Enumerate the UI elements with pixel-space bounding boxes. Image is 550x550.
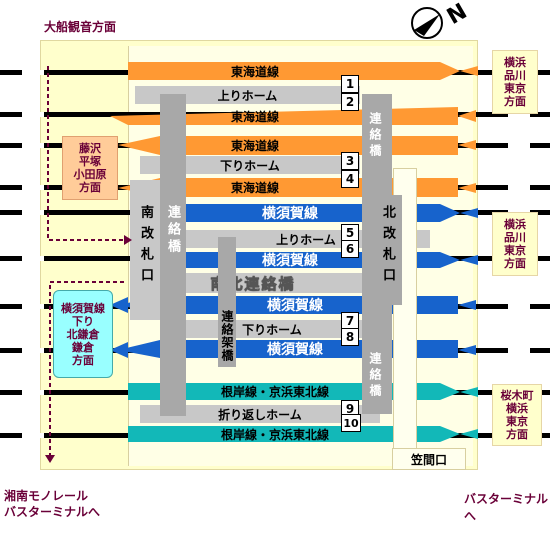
compass-icon [410, 6, 444, 40]
platform-turnback: 折り返しホーム [140, 405, 380, 423]
direction-bottom-left: 湘南モノレール バスターミナルへ [4, 489, 101, 519]
platform-number-6: 6 [341, 240, 359, 258]
tokaido-line-2: 東海道線 [230, 109, 279, 124]
tokaido-line-3: 東海道線 [230, 138, 279, 153]
overpass-label: 連絡架橋 [220, 310, 234, 362]
tokaido-line-4: 東海道線 [230, 180, 279, 195]
direction-left-upper: 藤沢 平塚 小田原 方面 [62, 136, 118, 200]
overpass [218, 237, 236, 367]
platform-number-5: 5 [341, 224, 359, 242]
kasama-gate: 笠間口 [392, 448, 466, 470]
direction-left-lower: 横須賀線 下り 北鎌倉 鎌倉 方面 [53, 290, 113, 378]
negishi-line-9: 根岸線・京浜東北線 [220, 385, 329, 399]
north-link-bridge-lower-label: 連絡橋 [368, 352, 382, 400]
platform-number-1: 1 [341, 75, 359, 93]
south-gate-label: 南改札口 [138, 205, 153, 289]
north-link-bridge-label: 連絡橋 [368, 112, 382, 160]
north-gate-bg [372, 195, 402, 305]
south-link-bridge [160, 94, 186, 416]
north-gate [393, 168, 417, 450]
platform-down: 下りホーム [140, 156, 360, 174]
tokaido-line-1: 東海道線 [230, 64, 279, 79]
south-link-bridge-label: 連絡橋 [165, 205, 180, 256]
yokosuka-line-7: 横須賀線 [267, 298, 323, 314]
platform-number-8: 8 [341, 328, 359, 346]
yokosuka-line-8: 横須賀線 [267, 342, 323, 358]
platform-number-3: 3 [341, 152, 359, 170]
negishi-line-10: 根岸線・京浜東北線 [220, 427, 329, 442]
direction-right-bottom: 桜木町 横浜 東京 方面 [492, 384, 542, 446]
platform-number-4: 4 [341, 170, 359, 188]
direction-right-top: 横浜 品川 東京 方面 [492, 50, 538, 114]
yokosuka-line-6: 横須賀線 [262, 253, 318, 269]
yokosuka-line-5: 横須賀線 [262, 206, 318, 222]
north-gate-label: 北改札口 [380, 205, 395, 289]
platform-number-2: 2 [341, 93, 359, 111]
direction-top-left: 大船観音方面 [44, 20, 117, 34]
platform-number-10: 10 [341, 414, 361, 432]
direction-bottom-right: バスターミナルへ [464, 492, 549, 523]
south-gate [130, 180, 160, 320]
direction-right-mid: 横浜 品川 東京 方面 [492, 212, 538, 276]
platform-up: 上りホーム [135, 86, 360, 104]
